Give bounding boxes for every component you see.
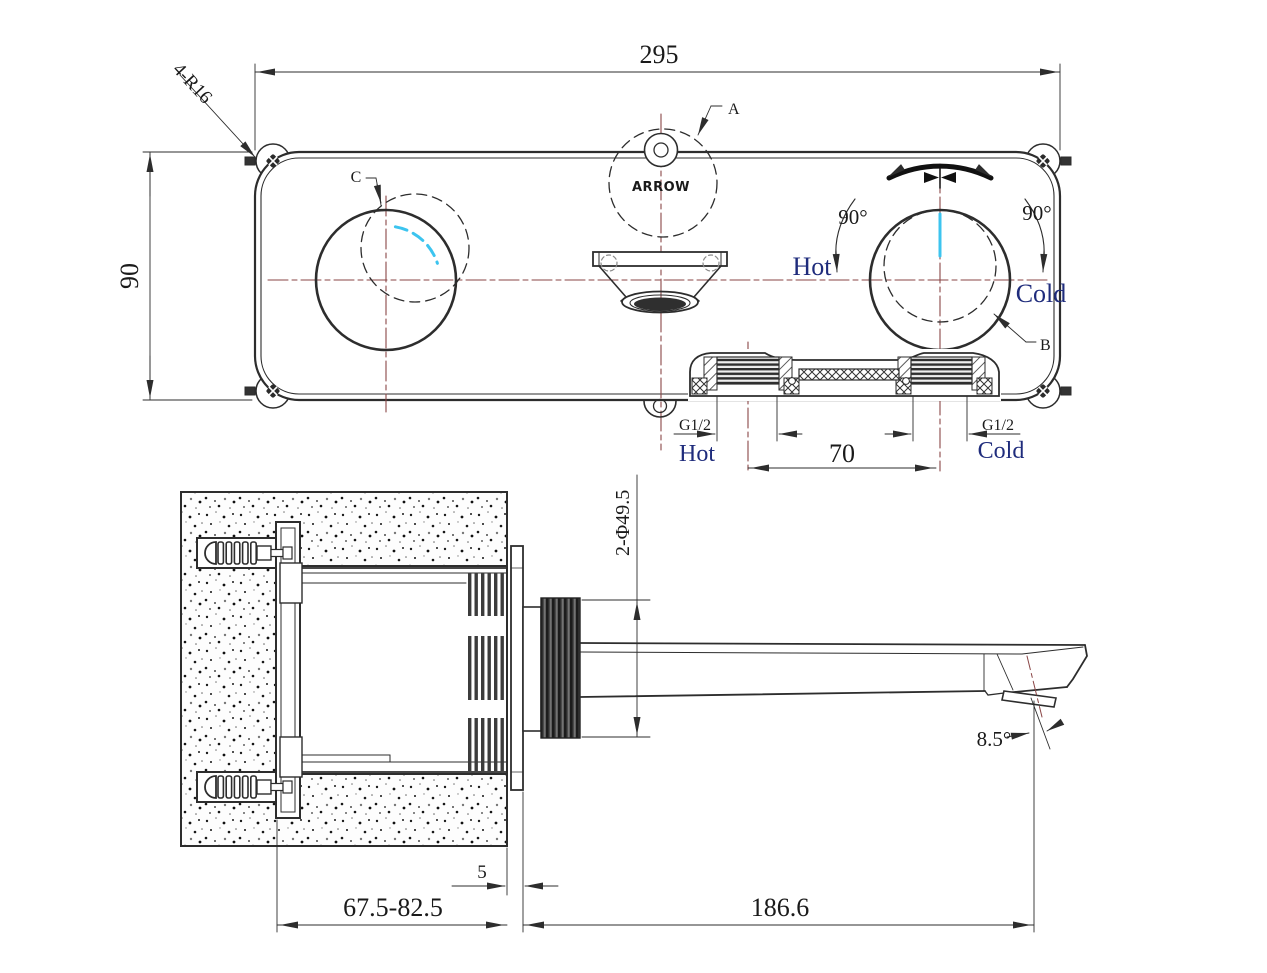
corner-radius-note: 4-R16 [168, 59, 216, 108]
screw-top-left [266, 154, 280, 168]
side-view: 2-Φ49.5 8.5° 5 67.5-82.5 [180, 474, 1088, 933]
screw-bottom-left [266, 384, 280, 398]
screw-bottom-right [1036, 384, 1050, 398]
aerator-outlet [1001, 690, 1057, 708]
dim-embed-depth-range: 67.5-82.5 [343, 893, 443, 922]
dim-angle-lines [1006, 697, 1065, 933]
cold-inlet-thread [910, 356, 973, 385]
wall-section [180, 491, 508, 847]
hot-label: Hot [793, 252, 833, 281]
callout-c: C [351, 169, 362, 186]
front-view: 295 90 4-R16 C ARROW [115, 40, 1072, 472]
inlet-section [688, 349, 1001, 401]
embedded-box [299, 567, 508, 773]
dim-overall-height-lines [142, 151, 253, 401]
dim-plate-gap: 5 [477, 862, 487, 883]
callout-b: B [1040, 337, 1051, 354]
dim-spout-length: 186.6 [751, 893, 810, 922]
corner-note-leader [179, 74, 256, 158]
screw-top-right [1036, 154, 1050, 168]
spout-front-view [592, 251, 728, 314]
dim-overall-width: 295 [640, 40, 679, 69]
dim-outlet-angle: 8.5° [977, 727, 1012, 751]
cold-port-label: Cold [978, 438, 1025, 464]
mounting-bracket [279, 527, 303, 813]
spout-spacer [522, 606, 542, 732]
thread-size-cold: G1/2 [982, 417, 1014, 434]
center-feature: ARROW A [592, 101, 740, 314]
callout-a: A [728, 101, 740, 118]
dim-inlet-spacing: 70 [829, 439, 855, 468]
dim-escutcheon-diameter: 2-Φ49.5 [612, 490, 634, 556]
trim-plate [510, 545, 524, 791]
left-knob: C [314, 169, 470, 352]
rotation-angle-left: 90° [838, 205, 867, 229]
detail-a-circle [608, 128, 718, 238]
dim-overall-height: 90 [115, 263, 144, 289]
anchor-bolt-top [204, 541, 293, 565]
temperature-indicator-arc [393, 225, 439, 265]
hot-port-label: Hot [679, 441, 715, 467]
cold-label: Cold [1016, 279, 1067, 308]
arrow-marking: ARROW [632, 180, 690, 195]
anchor-bolt-bottom [204, 775, 293, 799]
dim-depth-lines [276, 819, 508, 933]
dim-plate-gap-lines [451, 791, 559, 933]
depth-adjustment-ribs [468, 573, 504, 771]
thread-size-hot: G1/2 [679, 417, 711, 434]
hot-inlet-thread [716, 356, 780, 385]
spout-knurled-nut [540, 597, 581, 739]
rotation-angle-right: 90° [1022, 201, 1051, 225]
bottom-center-boss [643, 398, 677, 418]
dim-overall-width-lines [254, 63, 1061, 151]
dim-diameter-lines [581, 474, 651, 738]
outlet-axis-centerline [1026, 655, 1043, 718]
inlet-dimensions: G1/2 G1/2 Hot Cold 70 [673, 395, 1025, 472]
aerator-front [634, 297, 686, 311]
spout-tube [579, 642, 1088, 708]
